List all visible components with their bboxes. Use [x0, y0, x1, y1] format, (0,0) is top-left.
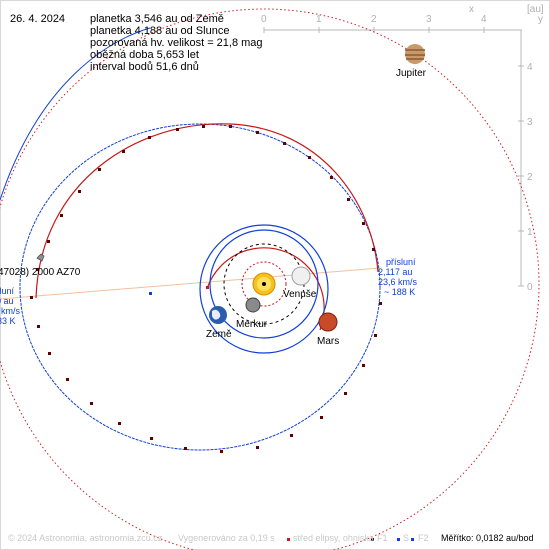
info-magnitude: pozorovaná hv. velikost = 21,8 mag — [90, 37, 263, 49]
asteroid-orbit-red-arc — [35, 123, 379, 299]
axis-unit: [au] — [527, 4, 544, 15]
mercury-orbit — [241, 261, 287, 307]
y-tick-label: 3 — [527, 117, 533, 128]
ellipse-centre-marker — [149, 292, 152, 295]
footer-legend-centre: střed elipsy, ohniska — [293, 533, 374, 543]
mercury-label: Merkur — [236, 319, 268, 330]
perihelion-title: přísluní — [386, 257, 416, 267]
footer-legend-f2: F2 — [418, 533, 429, 543]
footer-generated: Vygenerováno za 0,19 s — [178, 533, 275, 543]
y-tick-label: 2 — [527, 172, 533, 183]
mars-icon — [318, 312, 338, 332]
perihelion-speed: 23,6 km/s — [378, 277, 418, 287]
footer: © 2024 Astronomia, astronomia.zcu.cz Vyg… — [0, 533, 550, 547]
venus-icon — [291, 266, 311, 286]
asteroid-label: 47028) 2000 AZ70 — [0, 267, 81, 278]
mars-orbit — [199, 224, 329, 354]
earth-label: Země — [206, 329, 232, 340]
asteroid-info-block: planetka 3,546 au od Země planetka 4,188… — [90, 13, 263, 73]
mars-orbit-red — [207, 247, 325, 331]
legend-s-marker — [397, 538, 400, 541]
x-tick-label: 2 — [371, 14, 377, 25]
jupiter-label: Jupiter — [396, 68, 427, 79]
asteroid-icon — [36, 253, 45, 262]
asteroid-orbit — [19, 123, 381, 451]
earth-orbit — [209, 229, 319, 339]
axes — [263, 27, 524, 287]
x-tick-label: 1 — [316, 14, 322, 25]
perihelion-temperature: ~ 188 K — [384, 287, 415, 297]
x-tick-label: 3 — [426, 14, 432, 25]
footer-copyright: © 2024 Astronomia, astronomia.zcu.cz — [8, 533, 163, 543]
mars-label: Mars — [317, 336, 339, 347]
info-earth-distance: planetka 3,546 au od Země — [90, 13, 224, 25]
info-point-interval: interval bodů 51,6 dnů — [90, 61, 199, 73]
aphelion-speed: km/s — [1, 306, 20, 316]
aphelion-temperature: 33 K — [0, 316, 16, 326]
x-axis-letter: x — [469, 4, 474, 15]
axis-labels: 0 1 2 3 4 x [au] 4 3 2 1 0 y — [261, 4, 544, 293]
info-sun-distance: planetka 4,188 au od Slunce — [90, 25, 230, 37]
aphelion-info: sluní 0 au km/s 33 K — [0, 286, 20, 326]
footer-scale: Měřítko: 0,0182 au/bod — [441, 533, 534, 543]
x-tick-label: 4 — [481, 14, 487, 25]
y-tick-label: 4 — [527, 62, 533, 73]
footer-legend-f1: F1 — [377, 533, 388, 543]
x-tick-label: 0 — [261, 14, 267, 25]
sun-icon — [252, 272, 276, 296]
aphelion-distance: 0 au — [0, 296, 14, 306]
footer-legend-s: S — [403, 533, 410, 543]
earth-icon — [209, 306, 227, 324]
mercury-icon — [245, 297, 261, 313]
jupiter-orbit — [0, 8, 540, 550]
date-label: 26. 4. 2024 — [10, 13, 66, 25]
jupiter-icon — [405, 44, 425, 64]
focus-marker — [206, 286, 209, 289]
legend-f2-marker — [411, 538, 414, 541]
y-tick-label: 1 — [527, 227, 533, 238]
venus-label: Venuše — [283, 289, 317, 300]
perihelion-info: přísluní 2,117 au 23,6 km/s ~ 188 K — [378, 257, 418, 297]
y-tick-label: 0 — [527, 282, 533, 293]
legend-f1-marker — [371, 538, 374, 541]
legend-centre-marker — [287, 538, 290, 541]
info-orbital-period: oběžná doba 5,653 let — [90, 49, 199, 61]
asteroid-orbit-outer-blue — [0, 27, 151, 201]
perihelion-distance: 2,117 au — [378, 267, 412, 277]
aphelion-title: sluní — [0, 286, 15, 296]
orbit-point-markers — [30, 125, 382, 453]
y-axis-letter: y — [538, 14, 543, 25]
